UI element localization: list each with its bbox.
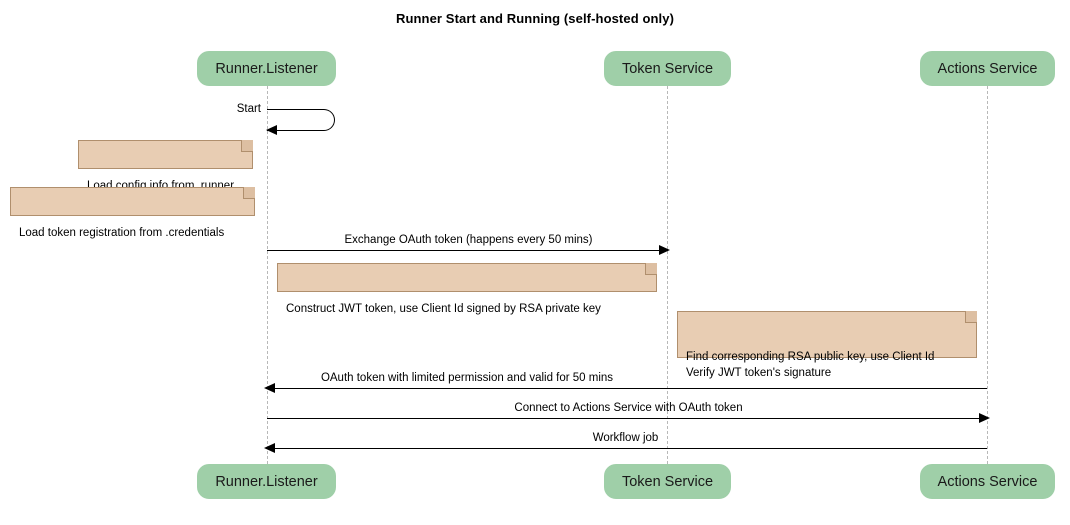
note-construct-jwt-text: Construct JWT token, use Client Id signe… [286,303,601,315]
msg-exchange-oauth-token-arrowhead [659,244,670,255]
note-fold-corner-icon [965,311,977,323]
note-verify-jwt: Find corresponding RSA public key, use C… [677,311,977,379]
lifeline-actions [987,86,988,464]
msg-workflow-job-arrowhead [264,442,275,453]
note-construct-jwt: Construct JWT token, use Client Id signe… [277,263,657,315]
participant-token-bottom[interactable]: Token Service [604,464,731,499]
self-message-start-top-line [267,109,324,110]
msg-oauth-token-response-arrowhead [264,382,275,393]
self-message-start-curve [323,109,335,131]
participant-runner-top[interactable]: Runner.Listener [197,51,336,86]
msg-connect-actions-service-arrowhead [979,412,990,423]
note-fold-corner-icon [243,187,255,199]
self-message-start [266,109,335,135]
msg-connect-actions-service-line [267,418,980,419]
self-message-start-label: Start [236,103,261,115]
msg-oauth-token-response-label: OAuth token with limited permission and … [320,372,614,384]
note-fold-corner-icon [645,263,657,275]
participant-actions-top[interactable]: Actions Service [920,51,1055,86]
msg-workflow-job-label: Workflow job [592,432,659,444]
participant-runner-bottom[interactable]: Runner.Listener [197,464,336,499]
msg-oauth-token-response-line [274,388,987,389]
self-message-start-arrowhead [266,124,277,135]
lifeline-token [667,86,668,464]
msg-exchange-oauth-token-line [267,250,660,251]
msg-exchange-oauth-token-label: Exchange OAuth token (happens every 50 m… [344,234,593,246]
participant-actions-bottom[interactable]: Actions Service [920,464,1055,499]
page-title: Runner Start and Running (self-hosted on… [395,11,675,26]
note-load-token-registration-text: Load token registration from .credential… [19,227,225,239]
lifeline-runner [267,86,268,464]
note-load-token-registration: Load token registration from .credential… [10,187,255,239]
note-fold-corner-icon [241,140,253,152]
note-verify-jwt-text: Find corresponding RSA public key, use C… [686,351,935,379]
note-load-config: Load config info from .runner [78,140,253,192]
participant-token-top[interactable]: Token Service [604,51,731,86]
msg-workflow-job-line [274,448,987,449]
msg-connect-actions-service-label: Connect to Actions Service with OAuth to… [514,402,743,414]
self-message-start-bottom-line [267,130,324,131]
